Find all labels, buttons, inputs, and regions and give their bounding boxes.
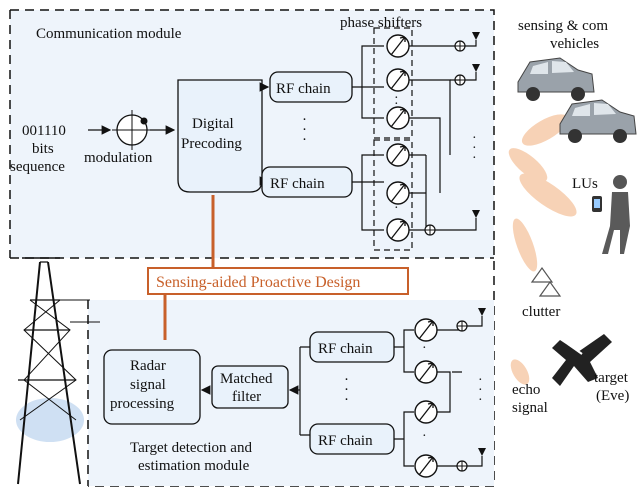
phase-shifter-group-1: [373, 27, 413, 139]
phase-shifters-label: phase shifters: [340, 15, 422, 31]
proactive-design-label: Sensing-aided Proactive Design: [156, 274, 360, 291]
phase-shifter-icon: [414, 400, 438, 424]
radar-processing-block: [103, 349, 201, 425]
phase-shifter-group-2: [373, 139, 413, 251]
target-module-title-line1: Target detection and: [130, 440, 252, 456]
phase-shifter-icon: [414, 318, 438, 342]
target-aircraft-icon: [552, 334, 612, 386]
phase-shifter-icon: [414, 360, 438, 384]
sequence-label: sequence: [10, 159, 65, 175]
svg-text:signal: signal: [130, 377, 166, 393]
svg-text:·: ·: [302, 122, 307, 138]
user-person-icon: [592, 175, 630, 254]
vehicles-label-line1: sensing & com: [518, 18, 608, 34]
svg-text:·: ·: [302, 132, 307, 148]
clutter-icon: [530, 266, 562, 297]
svg-text:·: ·: [478, 373, 483, 388]
svg-text:·: ·: [472, 141, 477, 156]
lus-label: LUs: [572, 176, 598, 192]
bits-label: bits: [32, 141, 54, 157]
svg-text:·: ·: [472, 151, 477, 166]
svg-text:·: ·: [344, 372, 349, 388]
communication-module-title: Communication module: [36, 26, 182, 42]
svg-text:·: ·: [478, 383, 483, 398]
svg-text:·: ·: [422, 341, 427, 356]
clutter-label: clutter: [522, 304, 560, 320]
rf-chain-tx-2-label: RF chain: [270, 176, 325, 192]
vehicles-label-line2: vehicles: [550, 36, 599, 52]
svg-text:filter: filter: [232, 389, 261, 405]
precoding-label: Precoding: [181, 136, 242, 152]
phase-shifter-icon: [386, 218, 410, 242]
modulation-icon: [112, 110, 152, 150]
phase-shifter-icon: [386, 106, 410, 130]
phase-shifter-icon: [386, 34, 410, 58]
phase-shifter-icon: [386, 68, 410, 92]
svg-text:·: ·: [302, 112, 307, 128]
svg-text:processing: processing: [110, 396, 175, 412]
vehicle-icon: [517, 57, 595, 101]
echo-label-line1: echo: [512, 382, 540, 398]
svg-text:·: ·: [394, 201, 399, 216]
echo-label-line2: signal: [512, 400, 548, 416]
svg-text:·: ·: [422, 429, 427, 444]
rf-chain-tx-1-label: RF chain: [276, 81, 331, 97]
svg-text:RF chain: RF chain: [318, 433, 373, 449]
bits-value: 001110: [22, 123, 66, 139]
phase-shifter-icon: [414, 454, 438, 478]
svg-text:·: ·: [478, 393, 483, 408]
svg-text:·: ·: [394, 91, 399, 106]
target-module-title-line2: estimation module: [138, 458, 250, 474]
digital-label: Digital: [192, 116, 234, 132]
proactive-design-box: [147, 267, 409, 295]
phase-shifter-icon: [386, 143, 410, 167]
svg-text:RF chain: RF chain: [318, 341, 373, 357]
svg-text:·: ·: [472, 131, 477, 146]
base-station-tower-icon: [16, 257, 100, 485]
svg-text:Matched: Matched: [220, 371, 273, 387]
target-label-line2: (Eve): [596, 388, 629, 404]
beam-pattern: [508, 114, 577, 385]
svg-text:Radar: Radar: [130, 358, 166, 374]
vehicle-icon: [559, 99, 637, 143]
svg-text:·: ·: [344, 382, 349, 398]
svg-text:·: ·: [344, 392, 349, 408]
matched-filter-block: [211, 365, 289, 409]
svg-text:·: ·: [394, 97, 399, 112]
target-label-line1: target: [594, 370, 629, 386]
modulation-label: modulation: [84, 150, 153, 166]
